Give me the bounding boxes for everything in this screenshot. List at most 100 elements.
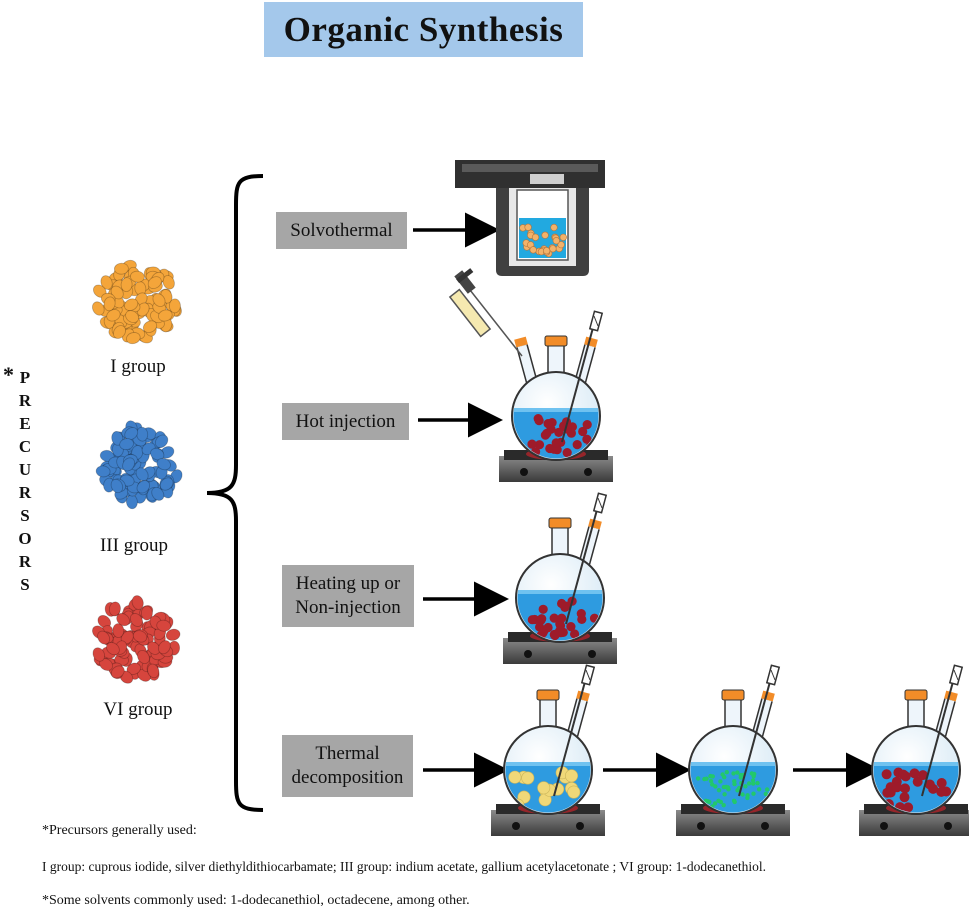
flask-particle [746, 781, 752, 786]
flask-particle [707, 799, 712, 805]
cluster-particle [97, 630, 111, 645]
precursors-letter: U [18, 460, 32, 479]
autoclave-particle [550, 223, 558, 232]
cluster-particle [106, 642, 120, 656]
flask-particle [743, 784, 748, 789]
flask-particle [903, 802, 914, 813]
autoclave-particle [559, 233, 567, 241]
flask-particle [731, 771, 736, 776]
precursors-letter: R [18, 483, 32, 502]
group-vi-label: VI group [103, 699, 173, 720]
title-banner: Organic Synthesis [264, 2, 583, 57]
cluster-particle [112, 623, 125, 638]
flask-particle [537, 781, 551, 795]
method-solvothermal: Solvothermal [276, 212, 407, 249]
method-heating-up: Heating up or Non-injection [282, 565, 414, 627]
cluster-particle [147, 663, 160, 679]
cluster-particle [124, 298, 139, 311]
cluster-particle [108, 601, 121, 617]
cluster-particle [165, 628, 181, 641]
cluster-particle [131, 595, 144, 610]
cluster-particle [154, 434, 169, 449]
autoclave-particle [529, 246, 537, 254]
cluster-particle [151, 487, 165, 501]
flask-particle [722, 792, 727, 797]
grouping-brace [206, 174, 264, 812]
method-thermal-decomposition: Thermal decomposition [282, 735, 413, 797]
flask-particle [898, 769, 909, 780]
flask-particle [695, 776, 701, 781]
flask-particle [732, 781, 737, 787]
flask-particle [549, 613, 559, 623]
method-thermal-line1: Thermal [315, 743, 380, 764]
flask-particle [554, 427, 564, 437]
cluster-particle [152, 293, 166, 307]
precursors-letter: O [18, 529, 32, 548]
cluster-particle [147, 641, 161, 655]
flask-particle [521, 771, 535, 785]
flask-particle [716, 788, 722, 793]
cluster-group-1 [95, 420, 183, 510]
note-precursors-heading: *Precursors generally used: [42, 823, 197, 838]
flask-particle [538, 604, 548, 614]
flask-particle [755, 780, 760, 786]
cluster-particle [110, 478, 124, 494]
flask-particle [881, 769, 892, 780]
flask-particle [718, 779, 723, 784]
page-title: Organic Synthesis [283, 9, 564, 49]
flask-particle [764, 787, 770, 792]
syringe-icon [448, 268, 523, 357]
group-iii-label: III group [99, 535, 169, 556]
cluster-group-2 [92, 595, 181, 684]
flask-particle [550, 630, 560, 641]
flask-particle [570, 629, 580, 639]
flask-particle [527, 439, 537, 449]
flask-particle [735, 770, 740, 775]
precursors-letter: C [18, 437, 32, 456]
cluster-particle [147, 276, 162, 289]
cluster-particle [137, 650, 150, 664]
autoclave-particle [531, 233, 540, 241]
cluster-particle [158, 640, 171, 655]
flask-particle [900, 783, 910, 794]
flask-particle [751, 781, 756, 786]
flask-particle [892, 782, 903, 793]
flask-particle [721, 784, 727, 790]
cluster-particle [136, 480, 151, 494]
flask-particle [721, 803, 726, 808]
cluster-particle [162, 275, 175, 290]
method-solvothermal-label: Solvothermal [290, 219, 393, 241]
flask-particle [924, 779, 935, 790]
cluster-particle [130, 270, 145, 283]
flask-particle [543, 419, 553, 429]
flask-particle [917, 770, 928, 781]
cluster-particle [114, 262, 129, 275]
cluster-particle [126, 332, 141, 345]
flask-particle [756, 787, 762, 792]
cluster-particle [110, 665, 125, 679]
cluster-particle [106, 309, 121, 322]
autoclave-particle [549, 245, 557, 253]
cluster-particle [142, 320, 158, 333]
flask-particle [749, 771, 754, 776]
flask-particle [750, 778, 756, 783]
cluster-particle [92, 301, 105, 316]
precursors-letter: R [18, 391, 32, 410]
flask-particle [534, 440, 545, 450]
precursors-letter: S [20, 506, 30, 525]
flask-particle [899, 792, 910, 803]
thermal-stage-2-flask-icon [676, 664, 790, 836]
flask-particle [704, 776, 709, 781]
cluster-particle [113, 325, 126, 339]
method-heating-up-line2: Non-injection [295, 597, 401, 618]
flask-particle [567, 785, 581, 799]
precursors-letter: E [19, 414, 31, 433]
flask-particle [909, 768, 920, 779]
precursors-letter: P [19, 368, 31, 387]
autoclave-icon [455, 160, 605, 276]
flask-particle [555, 621, 566, 631]
flask-particle [572, 440, 582, 450]
cluster-particle [122, 457, 136, 472]
flask-particle [738, 775, 743, 780]
